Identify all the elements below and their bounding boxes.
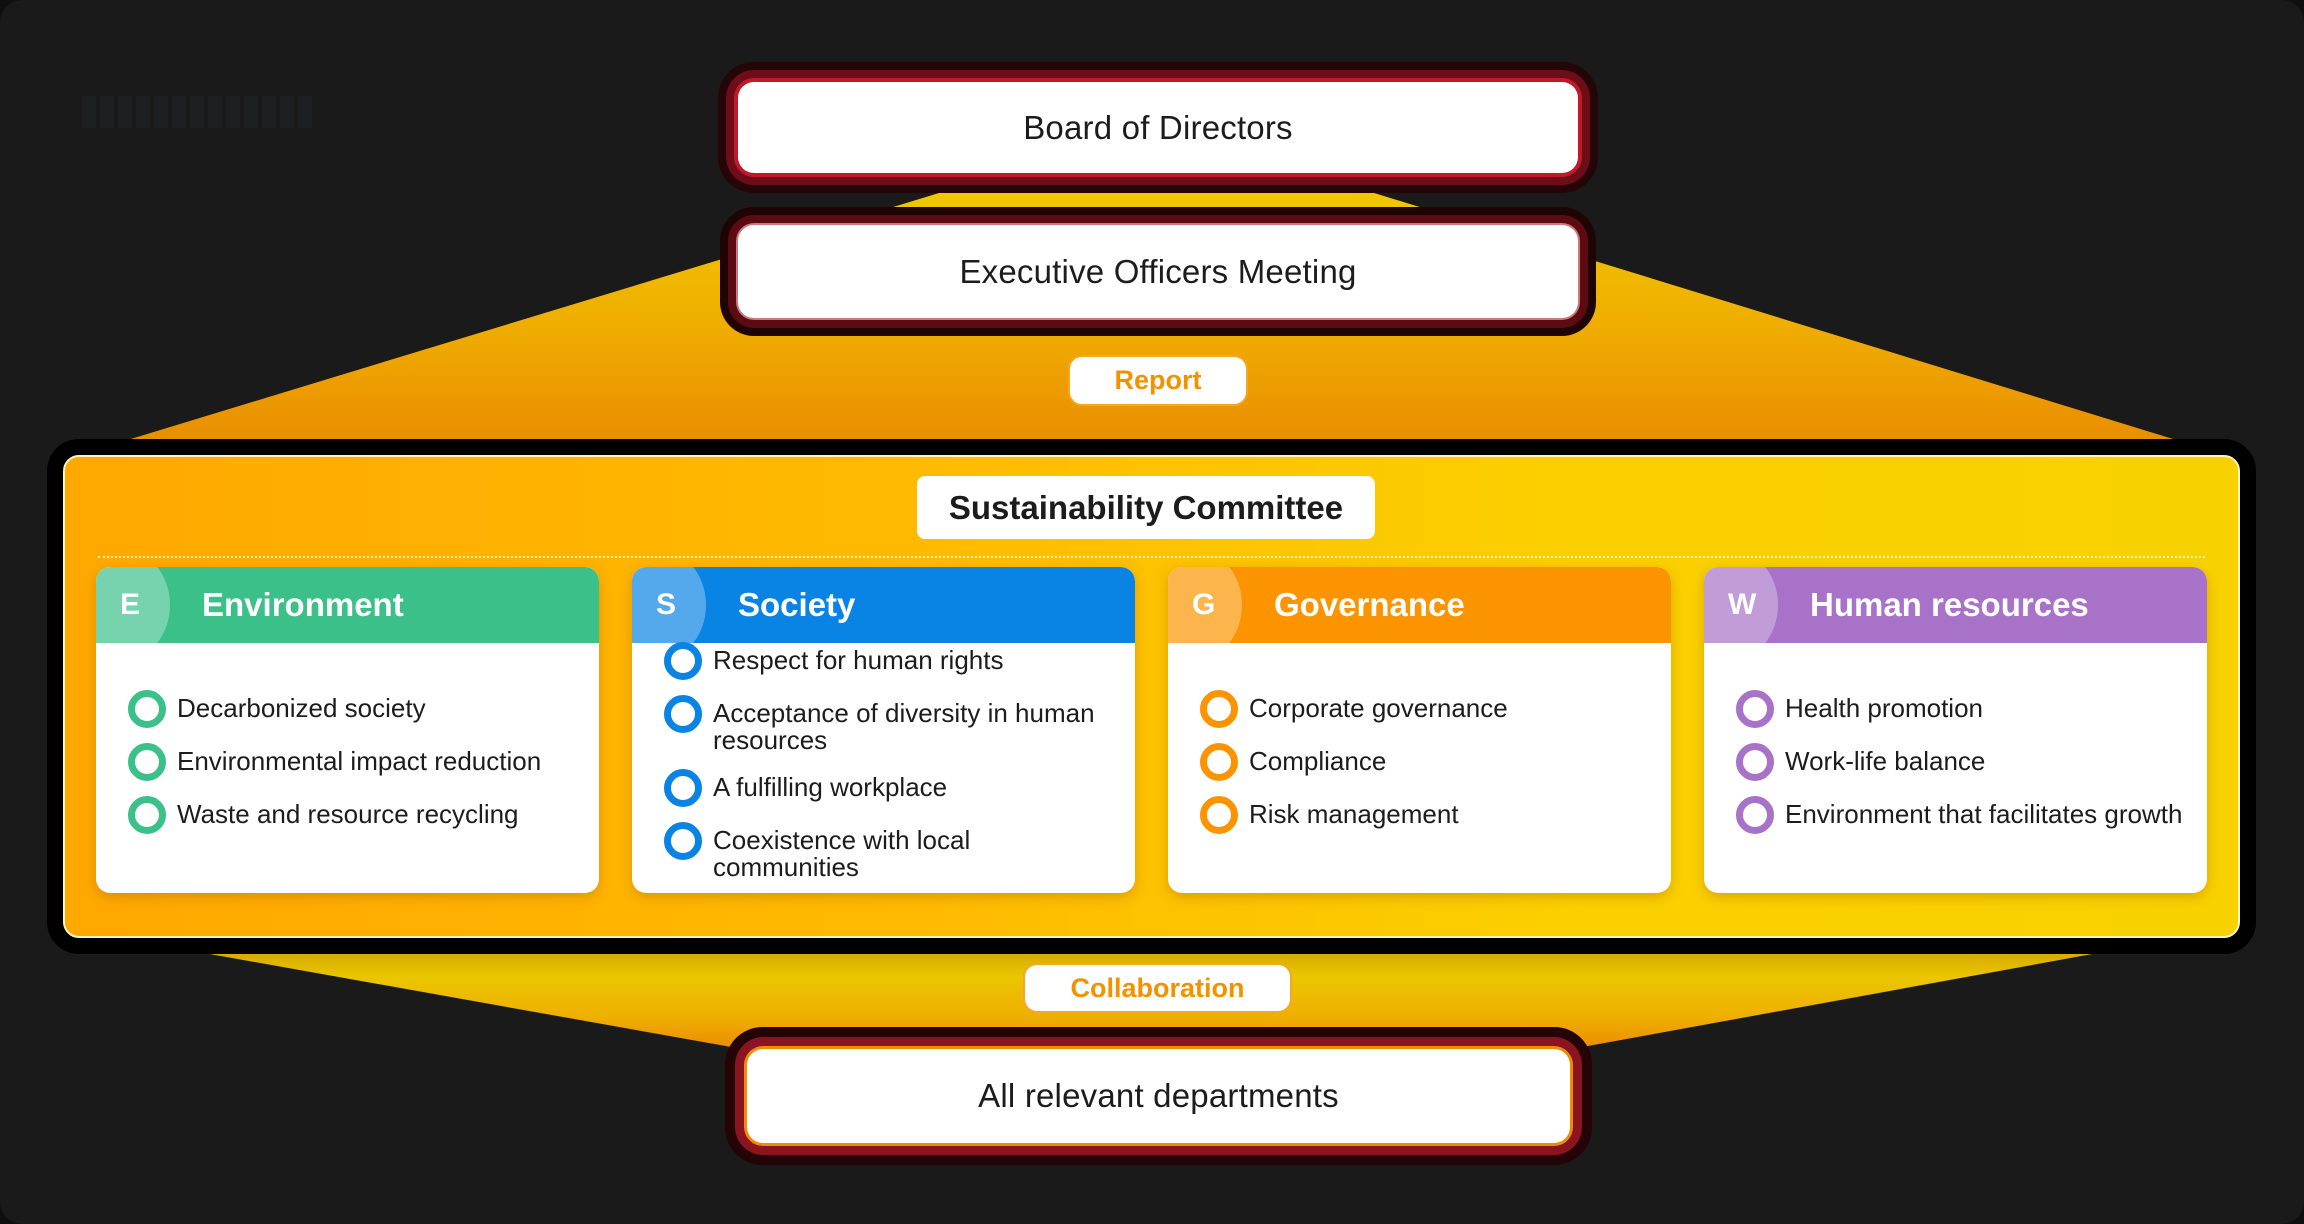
card-header: S Society: [632, 567, 1135, 643]
all-departments-box: All relevant departments: [747, 1049, 1570, 1143]
letter-badge: [1168, 567, 1242, 643]
list-item: Acceptance of diversity in human resourc…: [664, 695, 1121, 754]
ring-icon: [664, 642, 702, 680]
executive-officers-box: Executive Officers Meeting: [738, 225, 1578, 318]
ring-icon: [664, 695, 702, 733]
card-title: Governance: [1274, 586, 1465, 623]
list-item: Coexistence with local communities: [664, 822, 1121, 881]
letter-badge: [96, 567, 170, 643]
collaboration-label: Collaboration: [1070, 972, 1245, 1003]
list-item: Work-life balance: [1736, 742, 2193, 781]
card-title: Environment: [202, 586, 404, 623]
board-of-directors-box: Board of Directors: [738, 82, 1578, 173]
ring-icon: [1200, 689, 1238, 728]
card-society: S Society Respect for human rights Accep…: [632, 567, 1135, 893]
card-items: Health promotion Work-life balance Envir…: [1704, 643, 2207, 893]
list-item: Corporate governance: [1200, 689, 1657, 728]
card-header: E Environment: [96, 567, 599, 643]
executive-label: Executive Officers Meeting: [959, 252, 1357, 290]
committee-title: Sustainability Committee: [917, 476, 1375, 539]
ring-icon: [1200, 795, 1238, 834]
letter-badge: [632, 567, 706, 643]
ring-icon: [664, 769, 702, 807]
card-letter: S: [656, 588, 677, 621]
ring-icon: [1200, 742, 1238, 781]
report-label: Report: [1114, 365, 1202, 395]
card-header: W Human resources: [1704, 567, 2207, 643]
list-item: Decarbonized society: [128, 689, 585, 728]
card-human-resources: W Human resources Health promotion Work-…: [1704, 567, 2207, 893]
ring-icon: [128, 795, 166, 834]
card-letter: W: [1728, 588, 1757, 621]
list-item: Environment that facilitates growth: [1736, 795, 2193, 834]
list-item: Respect for human rights: [664, 642, 1121, 680]
ring-icon: [664, 822, 702, 860]
ring-icon: [1736, 795, 1774, 834]
ring-icon: [128, 742, 166, 781]
board-label: Board of Directors: [1023, 108, 1293, 146]
list-item: Health promotion: [1736, 689, 2193, 728]
faint-heading: [82, 96, 312, 128]
card-title: Society: [738, 586, 856, 623]
departments-label: All relevant departments: [978, 1077, 1339, 1114]
list-item: Environmental impact reduction: [128, 742, 585, 781]
ring-icon: [1736, 742, 1774, 781]
card-governance: G Governance Corporate governance Compli…: [1168, 567, 1671, 893]
list-item: Risk management: [1200, 795, 1657, 834]
sustainability-committee-panel: Sustainability Committee E Environment D…: [63, 455, 2240, 938]
collaboration-pill: Collaboration: [1023, 963, 1292, 1013]
ring-icon: [1736, 689, 1774, 728]
list-item: Waste and resource recycling: [128, 795, 585, 834]
card-items: Corporate governance Compliance Risk man…: [1168, 643, 1671, 893]
list-item: A fulfilling workplace: [664, 769, 1121, 807]
card-items: Decarbonized society Environmental impac…: [96, 643, 599, 893]
ring-icon: [128, 689, 166, 728]
card-letter: E: [120, 588, 141, 621]
card-items: Respect for human rights Acceptance of d…: [632, 642, 1135, 893]
letter-badge: [1704, 567, 1778, 643]
report-pill: Report: [1068, 355, 1248, 406]
card-letter: G: [1192, 588, 1216, 621]
card-environment: E Environment Decarbonized society Envir…: [96, 567, 599, 893]
dotted-divider: [98, 556, 2205, 558]
committee-title-text: Sustainability Committee: [948, 488, 1344, 526]
list-item: Compliance: [1200, 742, 1657, 781]
card-title: Human resources: [1810, 586, 2089, 623]
card-header: G Governance: [1168, 567, 1671, 643]
